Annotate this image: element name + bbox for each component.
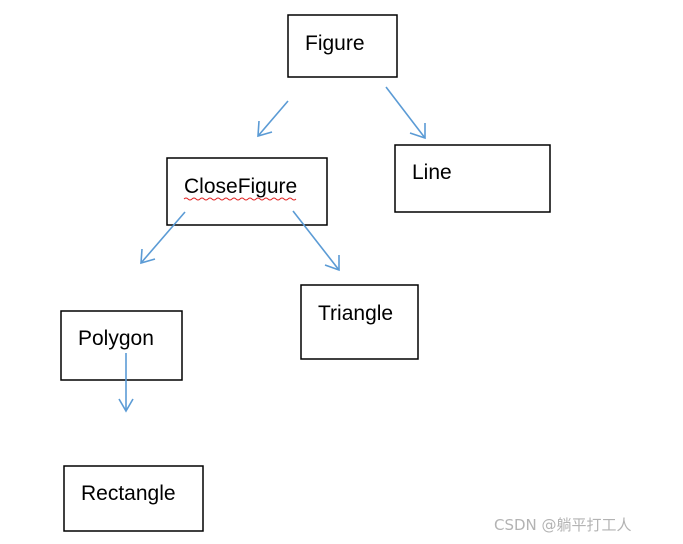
edge-closefigure-to-polygon xyxy=(140,211,186,265)
arrowhead-icon xyxy=(257,120,273,138)
edge-figure-to-line xyxy=(385,86,426,140)
node-closefigure-label: CloseFigure xyxy=(184,175,297,198)
node-rectangle: Rectangle xyxy=(63,465,204,532)
edge-closefigure-to-triangle xyxy=(292,210,340,272)
edge-polygon-to-rectangle xyxy=(118,353,134,413)
node-triangle: Triangle xyxy=(300,284,419,360)
arrowhead-icon xyxy=(140,248,156,265)
edge-figure-to-closefigure xyxy=(257,100,289,138)
node-polygon: Polygon xyxy=(60,310,183,381)
watermark: CSDN @躺平打工人 xyxy=(494,516,632,534)
arrowhead-icon xyxy=(118,398,134,413)
node-line-label: Line xyxy=(412,161,452,184)
arrowhead-icon xyxy=(324,255,340,272)
spellcheck-underline xyxy=(183,197,297,201)
node-polygon-label: Polygon xyxy=(78,327,154,350)
node-figure-label: Figure xyxy=(305,32,365,55)
node-triangle-label: Triangle xyxy=(318,302,393,325)
node-line: Line xyxy=(394,144,551,213)
node-closefigure: CloseFigure xyxy=(166,157,328,226)
arrowhead-icon xyxy=(409,123,426,140)
node-figure: Figure xyxy=(287,14,398,78)
node-rectangle-label: Rectangle xyxy=(81,482,176,505)
